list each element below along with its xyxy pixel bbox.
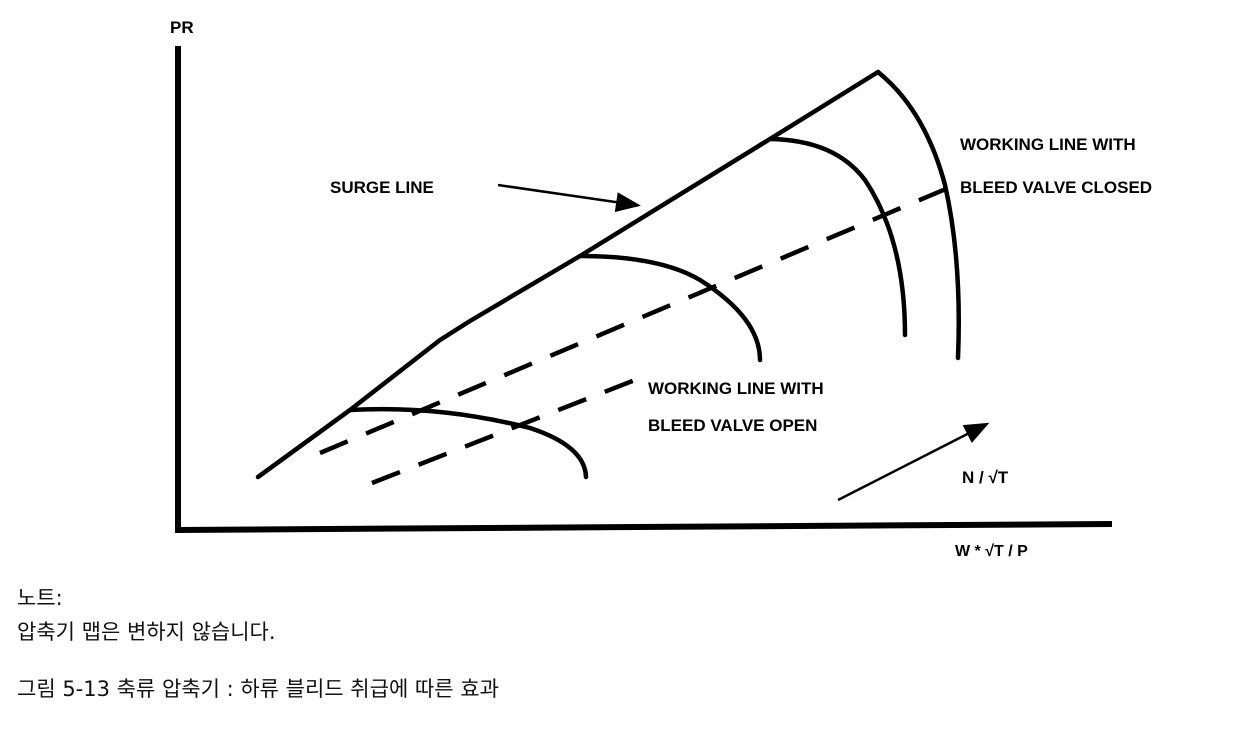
speed-arrow-label: N / √T bbox=[962, 468, 1009, 487]
surge-line-pointer-arrow bbox=[497, 183, 641, 213]
speed-line-3 bbox=[767, 136, 908, 338]
speed-increase-arrow bbox=[837, 422, 990, 502]
speed-line-4 bbox=[875, 69, 961, 361]
x-axis bbox=[174, 521, 1113, 533]
note-text: 압축기 맵은 변하지 않습니다. bbox=[17, 620, 276, 644]
compressor-map-diagram: PR W * √T / P SURGE LINE WORKING LINE WI… bbox=[170, 18, 1152, 560]
working-line-closed-label-2: BLEED VALVE CLOSED bbox=[960, 178, 1152, 197]
working-line-bleed-open bbox=[371, 377, 636, 486]
working-line-open-label-2: BLEED VALVE OPEN bbox=[648, 416, 817, 435]
x-axis-label: W * √T / P bbox=[955, 543, 1028, 560]
working-line-closed-label-1: WORKING LINE WITH bbox=[960, 135, 1136, 154]
working-line-bleed-closed bbox=[319, 180, 961, 456]
figure-caption: 그림 5-13 축류 압축기 : 하류 블리드 취급에 따른 효과 bbox=[17, 677, 499, 701]
speed-line-2 bbox=[577, 253, 763, 363]
working-line-open-label-1: WORKING LINE WITH bbox=[648, 379, 824, 398]
surge-line-label: SURGE LINE bbox=[330, 178, 434, 197]
note-heading: 노트: bbox=[17, 586, 63, 610]
y-axis-label: PR bbox=[170, 18, 194, 37]
